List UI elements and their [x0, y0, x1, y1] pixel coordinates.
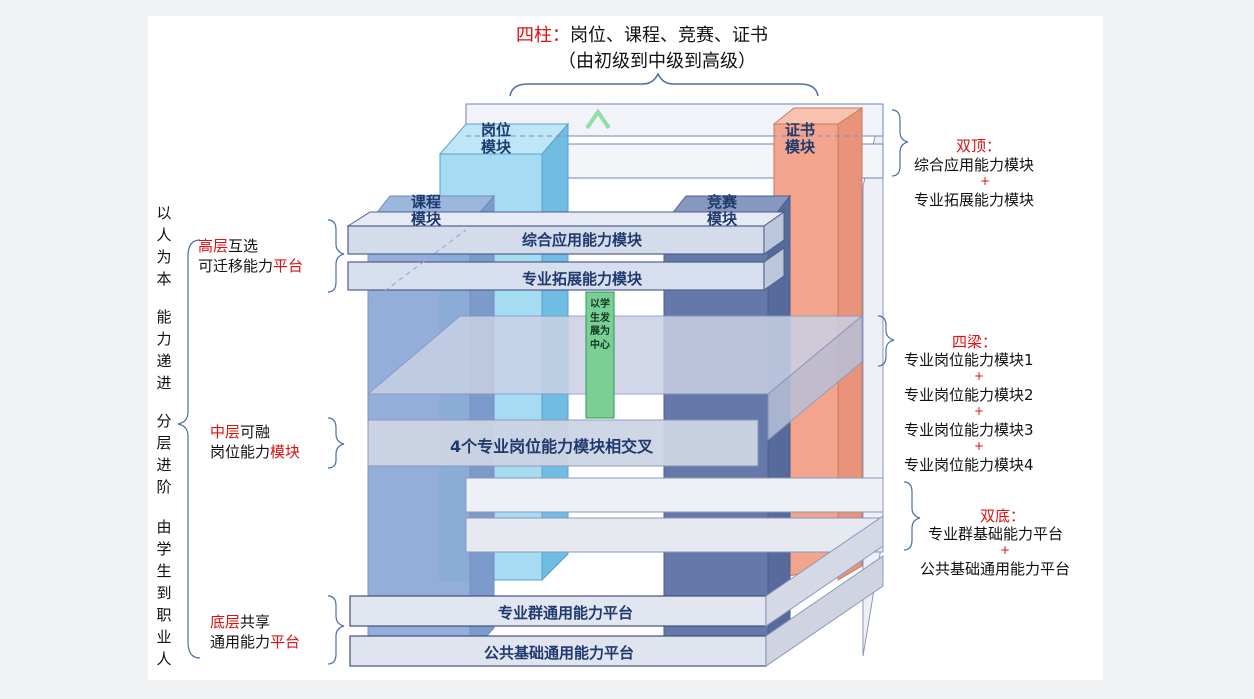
shuangding-line1: 综合应用能力模块: [914, 156, 1035, 174]
siliang-plus-1: +: [974, 369, 985, 383]
jiaocha-label: 4个专业岗位能力模块相交叉: [450, 437, 654, 456]
header-title: 四柱：岗位、课程、竞赛、证书: [516, 24, 768, 48]
column-label-kecheng: 课程 模块: [410, 193, 441, 228]
center-arrowhead: [585, 108, 611, 130]
tuozhan-label: 专业拓展能力模块: [522, 270, 643, 288]
tuozhan-slab: [347, 261, 765, 291]
diagram-canvas: 四柱：岗位、课程、竞赛、证书 （由初级到中级到高级） 岗位 模块 证书 模块 课…: [148, 16, 1103, 680]
column-label-gangwei: 岗位 模块: [480, 121, 511, 156]
qunton-label: 专业群通用能力平台: [498, 604, 634, 622]
siliang-line4: 专业岗位能力模块4: [904, 456, 1034, 474]
top-brace: [509, 72, 819, 97]
column-label-jingsai: 竞赛 模块: [706, 193, 737, 228]
header-black: 岗位、课程、竞赛、证书: [570, 25, 768, 46]
siliang-title: 四梁：: [952, 333, 998, 351]
left-vertical-a: 以人为本: [156, 204, 172, 288]
siliang-line2: 专业岗位能力模块2: [904, 386, 1034, 404]
shuangdi-line2: 公共基础通用能力平台: [920, 560, 1071, 578]
left-vertical-c: 分层进阶: [156, 412, 172, 496]
shuangdi-plus: +: [1000, 543, 1011, 557]
shuangding-title: 双顶：: [956, 137, 1002, 155]
center-strip-text: 以学生发展为中心: [590, 299, 610, 351]
siliang-line3: 专业岗位能力模块3: [904, 421, 1034, 439]
gonggong-label: 公共基础通用能力平台: [484, 644, 635, 662]
shuangding-line2: 专业拓展能力模块: [914, 191, 1035, 209]
shuangdi-line1: 专业群基础能力平台: [928, 525, 1064, 543]
level-high: 高层互选 可迁移能力平台: [198, 237, 304, 275]
qunton-slab: [349, 595, 767, 627]
level-mid: 中层可融 岗位能力模块: [210, 423, 301, 461]
shuangding-plus: +: [980, 174, 991, 188]
cube-graphic: [177, 72, 921, 667]
shuangdi-title: 双底：: [980, 507, 1026, 525]
siliang-line1: 专业岗位能力模块1: [904, 351, 1034, 369]
gonggong-slab: [349, 635, 767, 667]
left-main-brace: [177, 239, 201, 659]
header-subtitle: （由初级到中级到高级）: [558, 51, 756, 72]
siliang-plus-2: +: [974, 404, 985, 418]
zonghe-label: 综合应用能力模块: [522, 231, 643, 249]
zonghe-slab: [347, 225, 765, 255]
left-vertical-b: 能力递进: [156, 308, 172, 392]
level-low: 底层共享 通用能力平台: [210, 613, 301, 651]
column-label-zhengshu: 证书 模块: [784, 121, 815, 156]
siliang-plus-3: +: [974, 439, 985, 453]
header-red: 四柱：: [516, 25, 570, 46]
jiaocha-slab: [367, 419, 759, 467]
left-vertical-d: 由学生到职业人: [156, 518, 172, 668]
